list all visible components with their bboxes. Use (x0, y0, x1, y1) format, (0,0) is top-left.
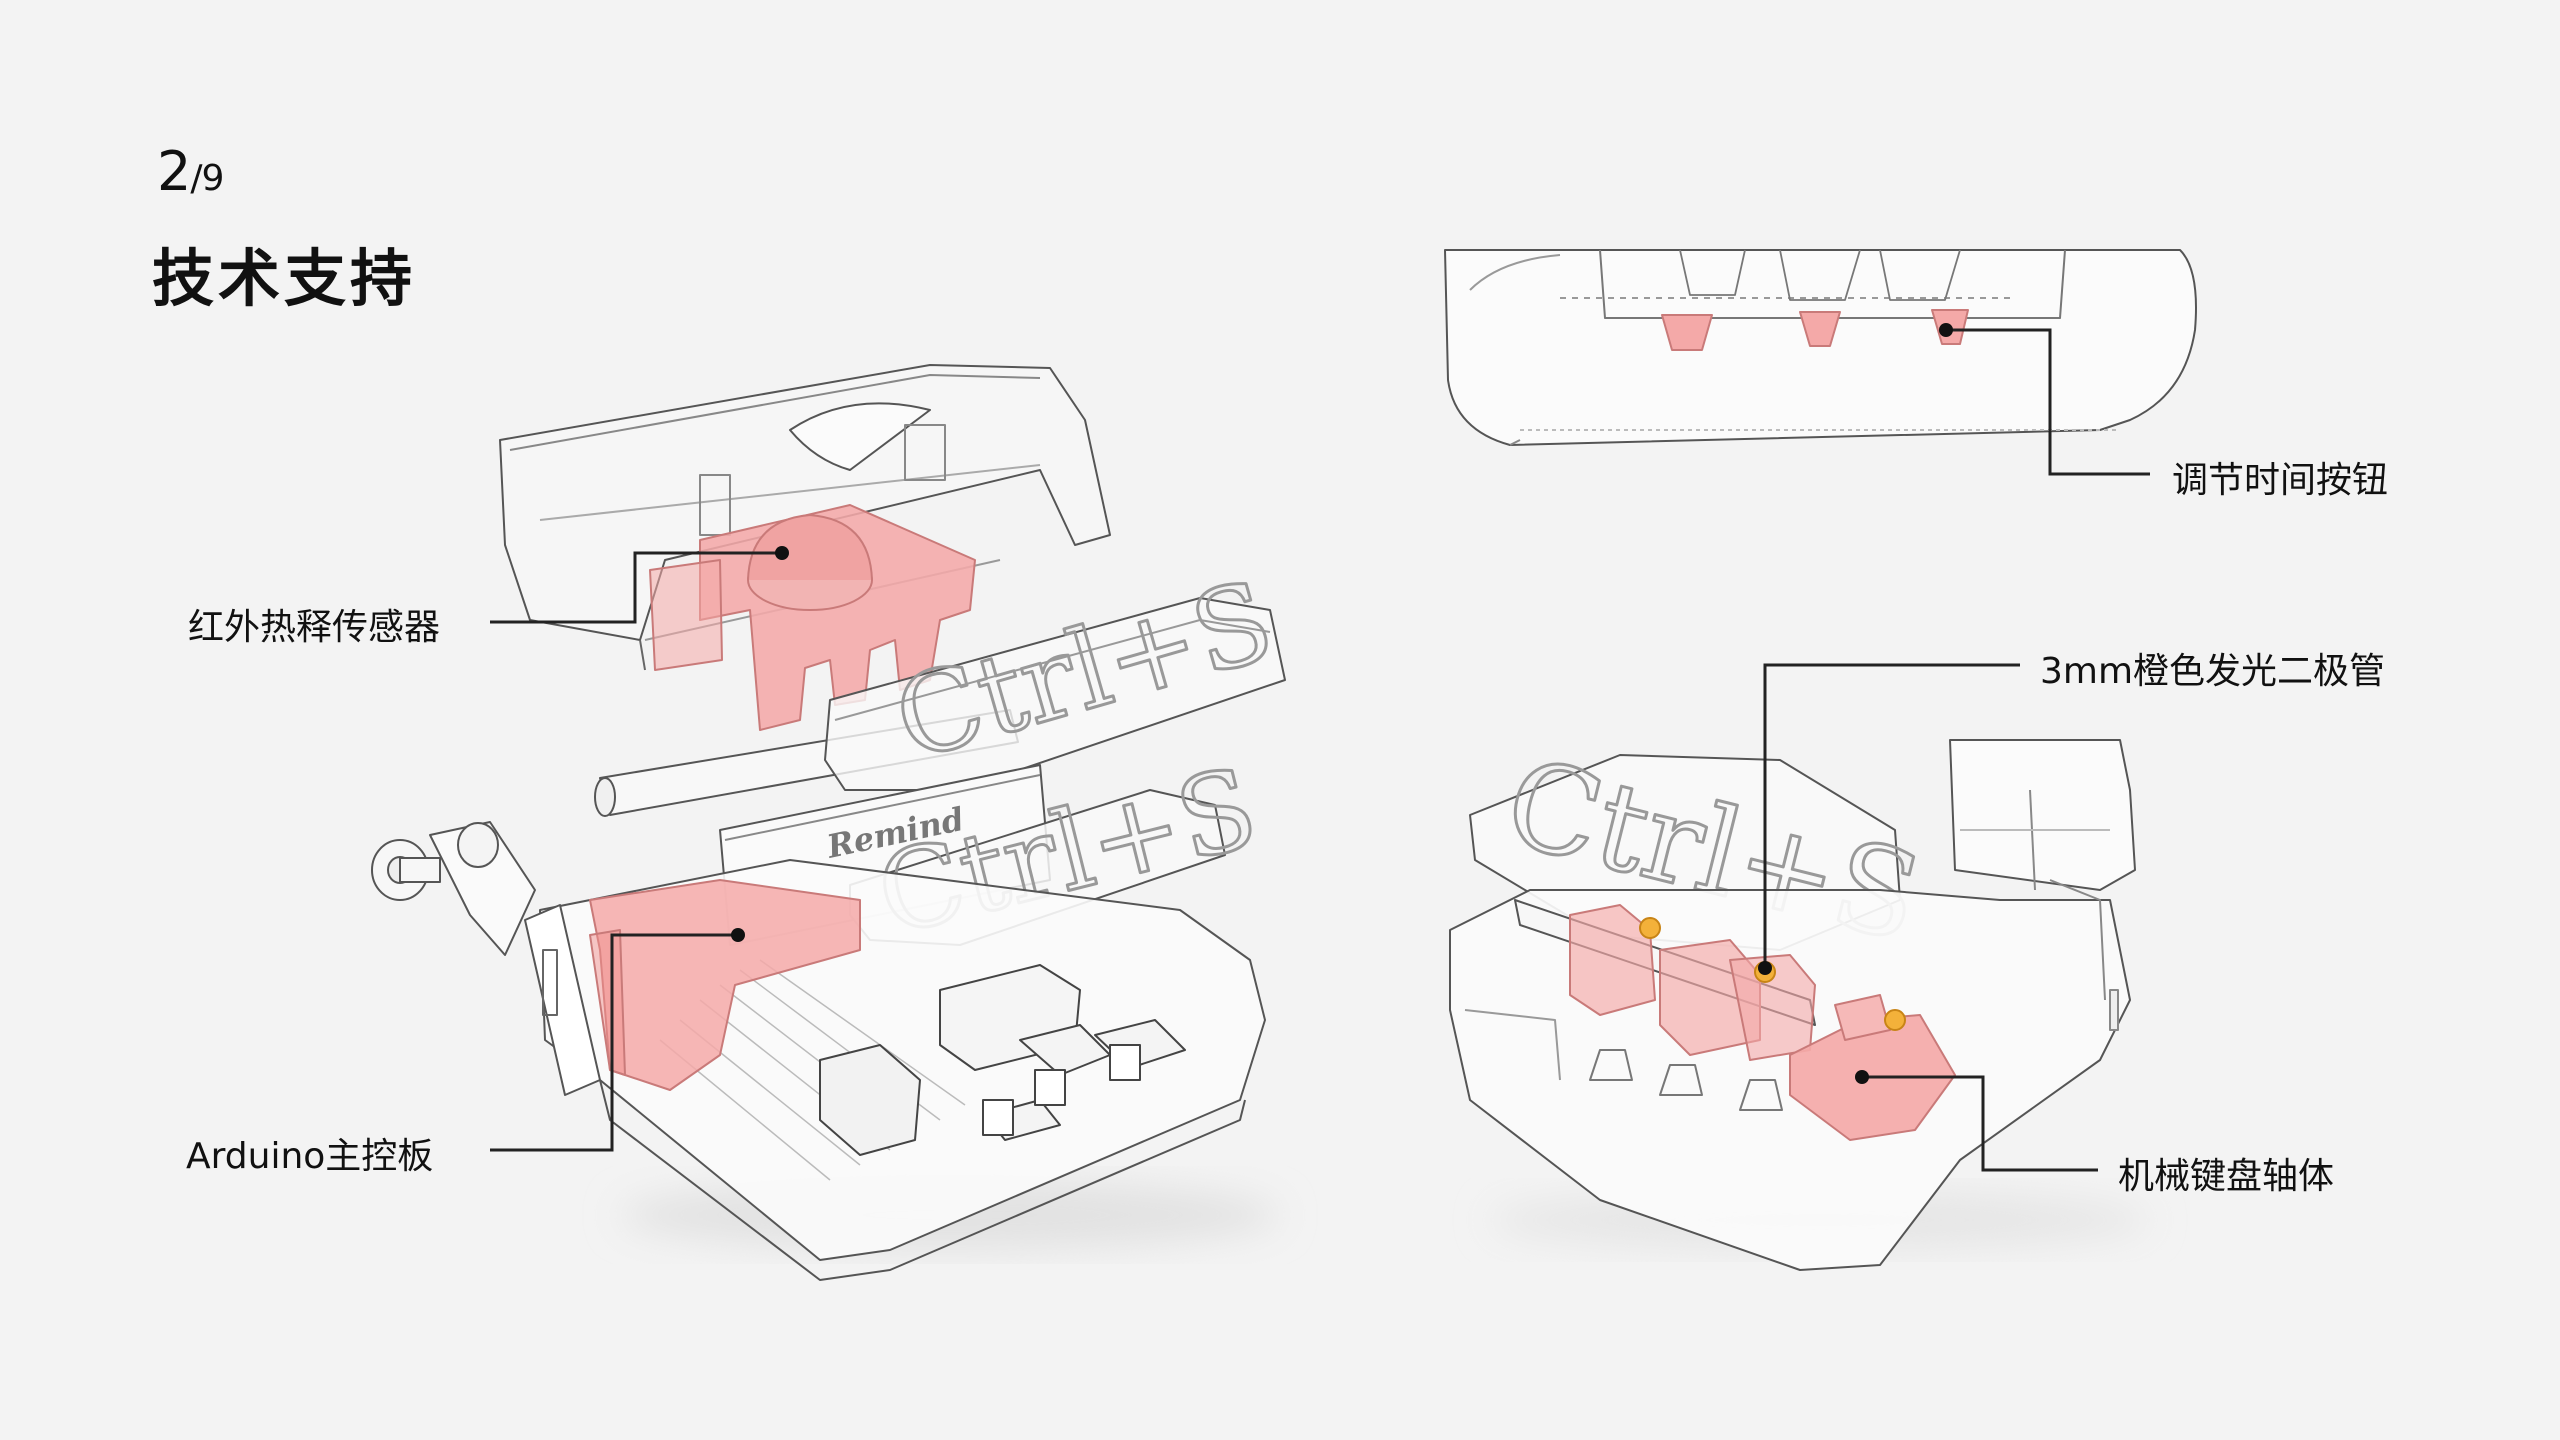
page-current: 2 (157, 140, 191, 203)
label-led: 3mm橙色发光二极管 (2040, 651, 2386, 692)
arduino-board-part (589, 879, 861, 1091)
right-bottom-view: Ctrl+S (1449, 732, 2150, 1271)
callout-dots (731, 323, 1953, 1084)
label-switch: 机械键盘轴体 (2118, 1156, 2335, 1197)
page-number: 2/9 (157, 140, 224, 203)
leader-switch (1862, 1075, 2098, 1172)
leader-time-button (1946, 328, 2150, 476)
label-time-button: 调节时间按钮 (2172, 460, 2389, 501)
label-pir-sensor: 红外热释传感器 (188, 607, 441, 648)
pir-sensor-part (649, 504, 976, 731)
callout-lines (490, 328, 2150, 1172)
key-switches-left (819, 964, 1186, 1156)
leader-arduino (490, 933, 738, 1152)
right-top-view (1444, 249, 2197, 446)
dot-pir-sensor (775, 546, 789, 560)
page-title: 技术支持 (152, 242, 417, 315)
key-switches-right (1569, 904, 1956, 1141)
leader-led (1763, 663, 2020, 968)
page-total: /9 (190, 158, 224, 199)
adjust-knob-left (371, 821, 536, 956)
label-arduino: Arduino主控板 (186, 1136, 434, 1177)
button-caps (1661, 309, 1969, 351)
dot-time-button (1939, 323, 1953, 337)
left-exploded-view: Ctrl+S Remind Ctrl+S (371, 364, 1287, 1281)
dot-arduino (731, 928, 745, 942)
dot-led (1758, 961, 1772, 975)
leader-pir-sensor (490, 551, 782, 624)
dot-switch (1855, 1070, 1869, 1084)
